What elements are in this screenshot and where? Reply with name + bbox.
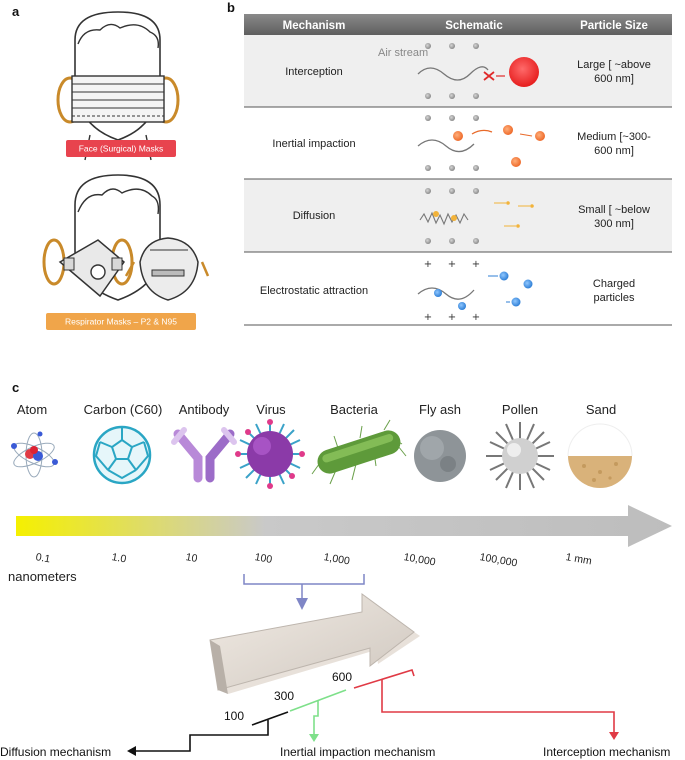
row-size-line2: 600 nm]	[594, 145, 634, 157]
particle-label-sand: Sand	[586, 402, 616, 417]
threshold-300: 300	[274, 689, 294, 703]
table-row	[244, 252, 672, 325]
particle-label-bacteria: Bacteria	[330, 402, 378, 417]
carbon-c60-icon	[92, 425, 152, 485]
particle-label-flyash: Fly ash	[419, 402, 461, 417]
tick-label: 1 mm	[565, 551, 593, 567]
tick-label: 10,000	[403, 551, 437, 568]
mechanism-table: Mechanism Schematic Particle Size Interc…	[244, 14, 672, 326]
respirator-mask-badge	[46, 313, 196, 330]
antibody-icon	[171, 427, 237, 483]
row-mechanism: Inertial impaction	[272, 138, 355, 150]
fly-ash-icon	[414, 430, 466, 482]
particle-label-carbon: Carbon (C60)	[84, 402, 163, 417]
svg-text:+: +	[448, 312, 456, 323]
row-size-line1: Small [ ~below	[578, 204, 650, 216]
virus-icon	[235, 419, 305, 489]
schematic-inertial	[417, 115, 545, 171]
scale-tick-labels: 0.1 1.0 10 100 1,000 10,000 100,000 1 mm	[35, 551, 593, 569]
particle-label-atom: Atom	[17, 402, 47, 417]
particle-label-virus: Virus	[256, 402, 286, 417]
schematic-electrostatic: + + + + + +	[417, 259, 533, 323]
tick-label: 100,000	[479, 551, 519, 569]
tick-label: 10	[185, 551, 199, 565]
particle-label-antibody: Antibody	[179, 402, 230, 417]
magnified-range-arrow	[209, 593, 420, 694]
atom-icon	[11, 431, 58, 478]
table-row	[244, 35, 672, 107]
tick-label: 1,000	[323, 551, 351, 567]
row-size-line2: particles	[594, 292, 635, 304]
header-schematic: Schematic	[445, 20, 503, 32]
inertial-mechanism-label: Inertial impaction mechanism	[280, 745, 435, 759]
header-mechanism: Mechanism	[283, 20, 346, 32]
interception-connector	[353, 669, 619, 740]
panel-label-c: c	[12, 380, 19, 395]
svg-text:+: +	[472, 259, 480, 270]
panel-label-a: a	[12, 4, 20, 19]
row-size-line1: Medium [~300-	[577, 131, 651, 143]
svg-text:+: +	[448, 259, 456, 270]
tick-label: 100	[254, 551, 273, 566]
particle-names: Atom Carbon (C60) Antibody Virus Bacteri…	[17, 402, 616, 417]
particle-label-pollen: Pollen	[502, 402, 538, 417]
threshold-600: 600	[332, 670, 352, 684]
inertial-connector	[289, 689, 347, 742]
panel-label-b: b	[227, 0, 235, 15]
surgical-mask-illustration	[56, 11, 180, 161]
row-mechanism: Interception	[285, 66, 342, 78]
table-row	[244, 107, 672, 179]
row-mechanism: Electrostatic attraction	[260, 285, 368, 297]
unit-label: nanometers	[8, 569, 77, 584]
row-mechanism: Diffusion	[293, 210, 336, 222]
interception-mechanism-label: Interception mechanism	[543, 745, 670, 759]
sand-icon	[567, 423, 633, 488]
tick-label: 1.0	[111, 551, 128, 565]
respirator-mask-label: Respirator Masks – P2 & N95	[65, 317, 177, 327]
svg-text:+: +	[424, 259, 432, 270]
large-particle	[509, 57, 539, 87]
table-row	[244, 179, 672, 252]
bacteria-icon	[311, 419, 407, 485]
surgical-mask-badge	[66, 140, 176, 157]
row-size-line1: Large [ ~above	[577, 59, 651, 71]
row-size-line2: 300 nm]	[594, 218, 634, 230]
schematic-diffusion	[419, 188, 534, 244]
diffusion-connector	[127, 711, 289, 756]
size-scale-arrow	[16, 505, 672, 547]
air-stream-label: Air stream	[378, 47, 428, 59]
svg-text:+: +	[472, 312, 480, 323]
svg-text:+: +	[424, 312, 432, 323]
threshold-100: 100	[224, 709, 244, 723]
row-size-line1: Charged	[593, 278, 635, 290]
table-header-bar	[244, 14, 672, 35]
pollen-icon	[486, 422, 554, 490]
schematic-interception: Air stream	[378, 43, 539, 99]
tick-label: 0.1	[35, 551, 52, 565]
respirator-mask-illustration	[42, 174, 210, 301]
range-bracket	[243, 574, 365, 585]
row-size-line2: 600 nm]	[594, 73, 634, 85]
header-particle-size: Particle Size	[580, 20, 648, 32]
surgical-mask-label: Face (Surgical) Masks	[79, 144, 164, 154]
diffusion-mechanism-label: Diffusion mechanism	[0, 745, 111, 759]
